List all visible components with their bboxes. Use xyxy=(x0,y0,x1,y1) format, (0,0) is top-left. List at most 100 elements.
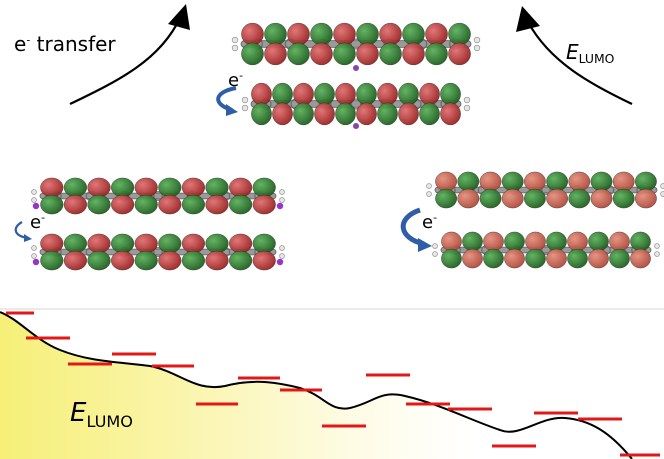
electron-hop-arrow-top xyxy=(216,86,238,116)
atom xyxy=(654,251,660,257)
orbital-lobe xyxy=(134,177,158,198)
orbital-lobe xyxy=(252,233,276,254)
orbital-lobe xyxy=(264,42,287,66)
orbital-lobe xyxy=(87,194,111,215)
orbital-lobe xyxy=(134,233,158,254)
heteroatom xyxy=(276,202,284,210)
orbital-lobe xyxy=(441,231,462,252)
orbital-lobe xyxy=(501,188,524,209)
orbital-lobe xyxy=(158,194,182,215)
orbital-lobe xyxy=(609,248,630,269)
atom xyxy=(31,253,37,259)
orbital-lobe xyxy=(546,231,567,252)
electron-label-top: e- xyxy=(228,69,244,91)
heteroatom xyxy=(353,65,359,71)
orbital-lobe xyxy=(252,177,276,198)
orbital-lobe xyxy=(525,248,546,269)
orbital-lobe xyxy=(377,82,398,106)
orbital-lobe xyxy=(335,82,356,106)
ring xyxy=(541,245,551,255)
atom xyxy=(241,104,249,112)
orbital-lobe xyxy=(205,194,229,215)
orbital-lobe xyxy=(402,22,425,46)
orbital-lobe xyxy=(63,233,87,254)
orbital-lobe xyxy=(546,248,567,269)
orbital-lobe xyxy=(457,171,480,192)
molecule-dimer-top xyxy=(231,22,481,129)
orbital-lobe xyxy=(264,22,287,46)
orbital-lobe xyxy=(567,231,588,252)
orbital-lobe xyxy=(504,231,525,252)
orbital-lobe xyxy=(435,171,457,192)
orbital-lobe xyxy=(524,171,546,192)
atom xyxy=(426,191,432,197)
orbital-lobe xyxy=(314,82,335,106)
orbital-lobe xyxy=(205,233,229,254)
orbital-lobe xyxy=(425,42,448,66)
orbital-lobe xyxy=(252,194,276,215)
orbital-lobe xyxy=(504,248,525,269)
orbital-lobe xyxy=(134,250,158,271)
molecule-dimer-right xyxy=(426,171,664,269)
orbital-lobe xyxy=(356,42,379,66)
orbital-lobe xyxy=(63,194,87,215)
atom xyxy=(31,245,37,251)
orbital-lobe xyxy=(272,102,293,126)
orbital-lobe xyxy=(525,231,546,252)
electron-transfer-label: e- transfer xyxy=(14,32,116,56)
orbital-lobe xyxy=(40,194,64,215)
orbital-lobe xyxy=(419,102,440,126)
orbital-lobe xyxy=(241,42,264,66)
orbital-lobe xyxy=(287,42,310,66)
energy-landscape-curve xyxy=(0,311,633,459)
orbital-lobe xyxy=(435,188,457,209)
orbital-lobe xyxy=(333,22,356,46)
orbital-lobe xyxy=(252,250,276,271)
electron-label-left: e- xyxy=(30,211,46,233)
atom xyxy=(279,253,285,259)
atom xyxy=(463,104,471,112)
orbital-lobe xyxy=(483,231,504,252)
orbital-lobe xyxy=(181,177,205,198)
orbital-lobe xyxy=(612,171,635,192)
orbital-lobe xyxy=(63,250,87,271)
orbital-lobe xyxy=(379,22,402,46)
molecule-dimer-left xyxy=(31,177,285,271)
atom xyxy=(279,197,285,203)
orbital-lobe xyxy=(635,188,657,209)
orbital-lobe xyxy=(440,82,461,106)
orbital-lobe xyxy=(567,248,588,269)
orbital-lobe xyxy=(272,82,293,106)
orbital-lobe xyxy=(310,22,333,46)
orbital-lobe xyxy=(546,171,568,192)
atom xyxy=(463,96,471,104)
orbital-lobe xyxy=(87,233,111,254)
ring xyxy=(350,98,362,110)
orbital-lobe xyxy=(635,171,657,192)
orbital-lobe xyxy=(251,102,272,126)
orbital-lobe xyxy=(229,233,253,254)
orbital-lobe xyxy=(181,233,205,254)
orbital-lobe xyxy=(448,22,471,46)
orbital-lobe xyxy=(440,102,461,126)
orbital-lobe xyxy=(462,231,483,252)
orbital-lobe xyxy=(590,188,613,209)
orbital-lobe xyxy=(40,177,64,198)
heteroatom xyxy=(32,258,40,266)
orbital-lobe xyxy=(40,233,64,254)
orbital-lobe xyxy=(590,171,613,192)
orbital-lobe xyxy=(158,250,182,271)
atom xyxy=(432,251,438,257)
orbital-lobe xyxy=(205,250,229,271)
orbital-lobe xyxy=(205,177,229,198)
orbital-lobe xyxy=(419,82,440,106)
orbital-lobe xyxy=(251,82,272,106)
electron-transfer-arrow xyxy=(69,4,190,105)
atom xyxy=(241,96,249,104)
lumo-energy-label-top: ELUMO xyxy=(566,40,615,67)
orbital-lobe xyxy=(181,194,205,215)
atom xyxy=(660,191,664,197)
orbital-lobe xyxy=(483,248,504,269)
orbital-lobe xyxy=(40,250,64,271)
orbital-lobe xyxy=(314,102,335,126)
